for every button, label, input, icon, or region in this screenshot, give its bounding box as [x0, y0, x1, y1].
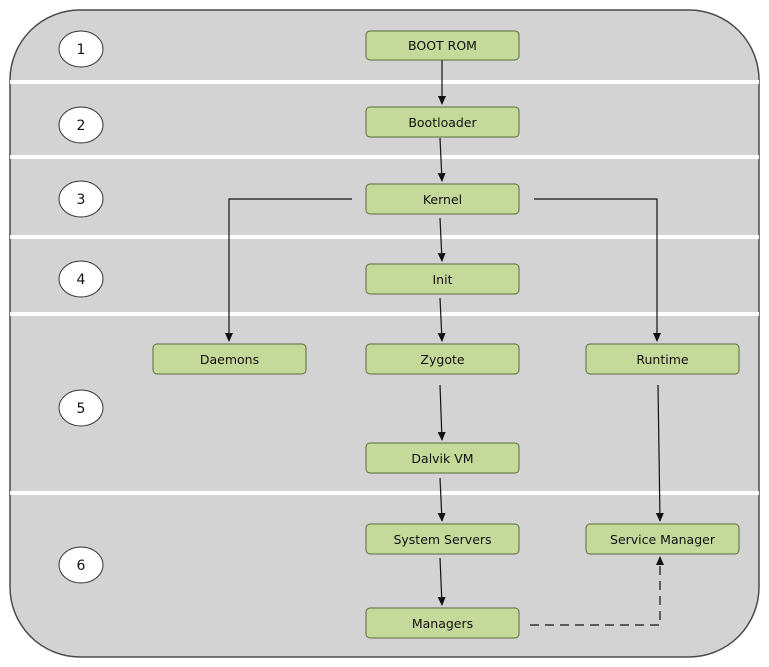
stage-number-1: 1 [77, 42, 86, 58]
stage-circle-4: 4 [58, 260, 104, 298]
connectors [225, 60, 664, 626]
arrow-zygote-dalvik [437, 384, 446, 441]
node-bootloader-label: Bootloader [408, 115, 477, 130]
node-zygote: Zygote [365, 343, 520, 375]
node-managers-label: Managers [412, 616, 473, 631]
node-init-label: Init [433, 272, 453, 287]
stage-number-4: 4 [77, 272, 86, 288]
background-panel [9, 9, 760, 658]
node-init: Init [365, 263, 520, 295]
stage-number-5: 5 [77, 401, 86, 417]
arrow-init-zygote [437, 297, 446, 342]
node-boot-rom: BOOT ROM [365, 30, 520, 61]
arrow-kernel-init [437, 217, 446, 262]
node-managers: Managers [365, 607, 520, 639]
arrow-bootloader-kernel [437, 137, 446, 182]
node-runtime-label: Runtime [636, 352, 689, 367]
stage-circle-1: 1 [58, 30, 104, 68]
arrow-systemservers-managers [437, 557, 446, 606]
stage-circle-5: 5 [58, 389, 104, 427]
node-boot-rom-label: BOOT ROM [408, 38, 477, 53]
stage-circle-6: 6 [58, 546, 104, 584]
nodes: BOOT ROM Bootloader Kernel Init Daemons … [152, 30, 740, 639]
arrow-kernel-daemons [225, 198, 352, 342]
arrow-runtime-servicemanager [655, 384, 664, 522]
arrow-kernel-runtime [534, 198, 661, 342]
arrow-dalvik-systemservers [437, 477, 446, 522]
node-kernel-label: Kernel [423, 192, 462, 207]
node-daemons-label: Daemons [200, 352, 259, 367]
stage-circle-3: 3 [58, 180, 104, 218]
node-dalvik-vm: Dalvik VM [365, 442, 520, 474]
node-service-manager: Service Manager [585, 523, 740, 555]
stage-numbers: 1 2 3 4 5 6 [58, 30, 104, 584]
node-system-servers-label: System Servers [393, 532, 491, 547]
node-system-servers: System Servers [365, 523, 520, 555]
node-bootloader: Bootloader [365, 106, 520, 138]
stage-number-3: 3 [77, 192, 86, 208]
stage-circle-2: 2 [58, 106, 104, 144]
stage-number-6: 6 [77, 558, 86, 574]
node-zygote-label: Zygote [420, 352, 464, 367]
node-service-manager-label: Service Manager [610, 532, 716, 547]
node-dalvik-vm-label: Dalvik VM [411, 451, 473, 466]
node-runtime: Runtime [585, 343, 740, 375]
node-kernel: Kernel [365, 183, 520, 215]
stage-dividers [10, 80, 759, 495]
stage-number-2: 2 [77, 118, 86, 134]
node-daemons: Daemons [152, 343, 307, 375]
